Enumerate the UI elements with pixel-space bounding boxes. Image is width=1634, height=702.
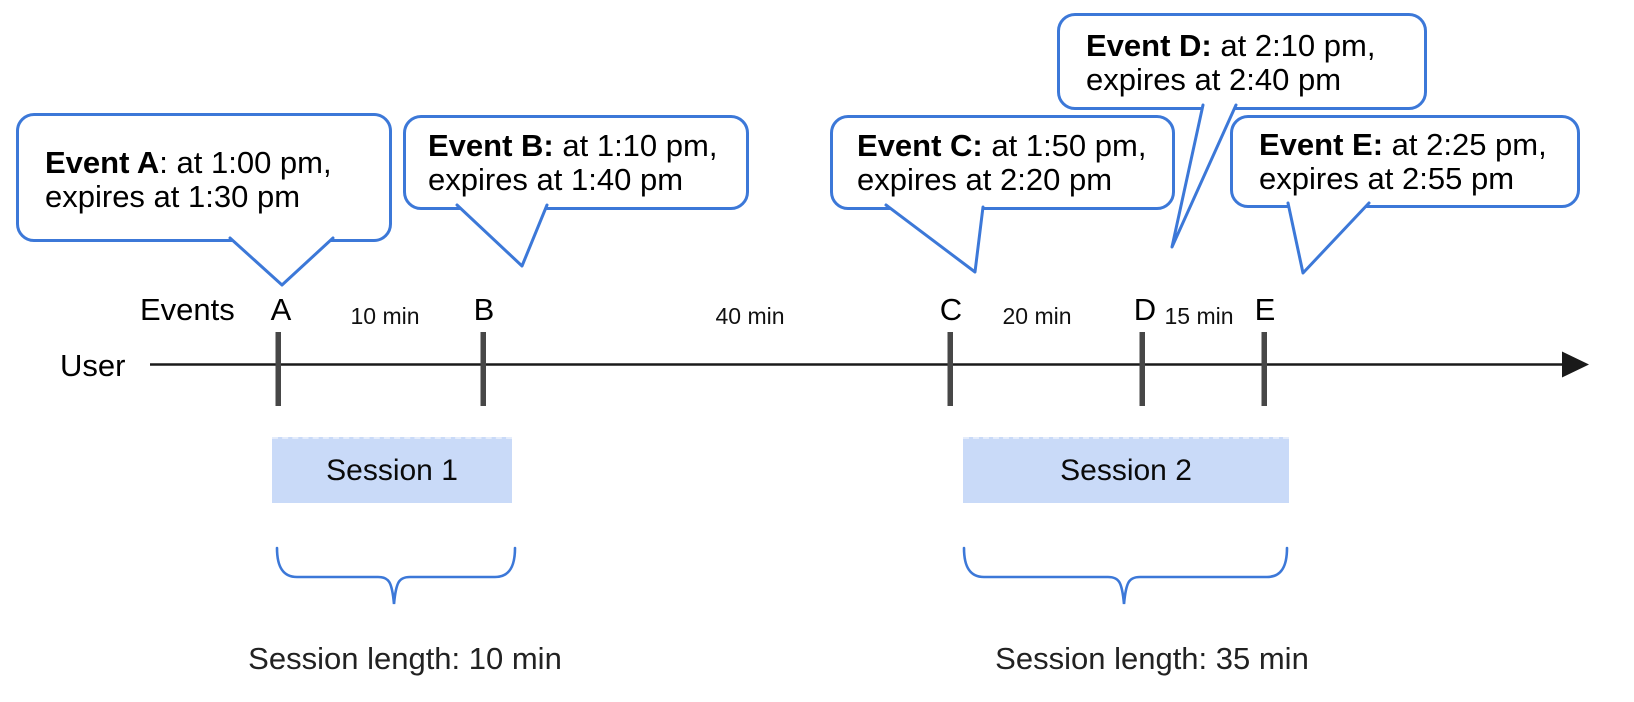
callout-c-time: at 1:50 pm, (982, 128, 1147, 163)
callout-b-line1: Event B: at 1:10 pm, (428, 129, 746, 163)
event-tick-d (1139, 332, 1145, 406)
session-2-box: Session 2 (963, 437, 1289, 503)
session-2-length-label: Session length: 35 min (995, 641, 1309, 676)
callout-d-time: at 2:10 pm, (1211, 28, 1376, 63)
callout-tail-b (455, 203, 549, 268)
callout-a-line1: Event A: at 1:00 pm, (45, 146, 389, 180)
timeline-arrowhead (1562, 351, 1589, 378)
session-1-label: Session 1 (326, 454, 458, 487)
callout-b-time: at 1:10 pm, (553, 128, 718, 163)
user-label: User (60, 348, 126, 383)
callout-d-line1: Event D: at 2:10 pm, (1086, 29, 1424, 63)
tick-label-e: E (1254, 292, 1276, 327)
interval-label-a-b: 10 min (350, 303, 420, 329)
callout-event-e: Event E: at 2:25 pm, expires at 2:55 pm (1230, 115, 1580, 208)
callout-e-title: Event E: (1259, 127, 1384, 162)
session-1-brace (275, 546, 517, 605)
callout-tail-d (1170, 103, 1238, 249)
callout-e-line2: expires at 2:55 pm (1259, 161, 1515, 196)
callout-event-d: Event D: at 2:10 pm, expires at 2:40 pm (1057, 13, 1427, 110)
session-2-label: Session 2 (1060, 454, 1192, 487)
callout-c-line1: Event C: at 1:50 pm, (857, 129, 1172, 163)
callout-d-line2: expires at 2:40 pm (1086, 62, 1342, 97)
callout-a-time: : at 1:00 pm, (159, 145, 332, 180)
callout-tail-a (228, 236, 335, 287)
callout-c-line2: expires at 2:20 pm (857, 162, 1113, 197)
event-tick-a (275, 332, 281, 406)
callout-tail-c (884, 203, 985, 274)
callout-e-time: at 2:25 pm, (1383, 127, 1547, 162)
callout-a-line2: expires at 1:30 pm (45, 179, 301, 214)
session-1-box: Session 1 (272, 437, 512, 503)
interval-label-d-e: 15 min (1164, 303, 1234, 329)
tick-label-c: C (939, 292, 963, 327)
callout-event-c: Event C: at 1:50 pm, expires at 2:20 pm (830, 115, 1175, 210)
callout-a-title: Event A (45, 145, 160, 180)
callout-event-a: Event A: at 1:00 pm, expires at 1:30 pm (16, 113, 392, 242)
callout-d-title: Event D: (1086, 28, 1212, 63)
interval-label-b-c: 40 min (715, 303, 785, 329)
callout-e-line1: Event E: at 2:25 pm, (1259, 128, 1577, 162)
tick-label-b: B (473, 292, 495, 327)
tick-label-a: A (270, 292, 292, 327)
tick-label-d: D (1133, 292, 1157, 327)
callout-event-b: Event B: at 1:10 pm, expires at 1:40 pm (403, 115, 749, 210)
callout-tail-e (1286, 201, 1371, 275)
session-1-length-label: Session length: 10 min (248, 641, 562, 676)
callout-b-line2: expires at 1:40 pm (428, 162, 684, 197)
event-tick-b (480, 332, 486, 406)
interval-label-c-d: 20 min (1002, 303, 1072, 329)
event-tick-e (1261, 332, 1267, 406)
callout-c-title: Event C: (857, 128, 983, 163)
events-label: Events (140, 292, 235, 327)
callout-b-title: Event B: (428, 128, 554, 163)
event-tick-c (947, 332, 953, 406)
session-2-brace (962, 546, 1289, 605)
